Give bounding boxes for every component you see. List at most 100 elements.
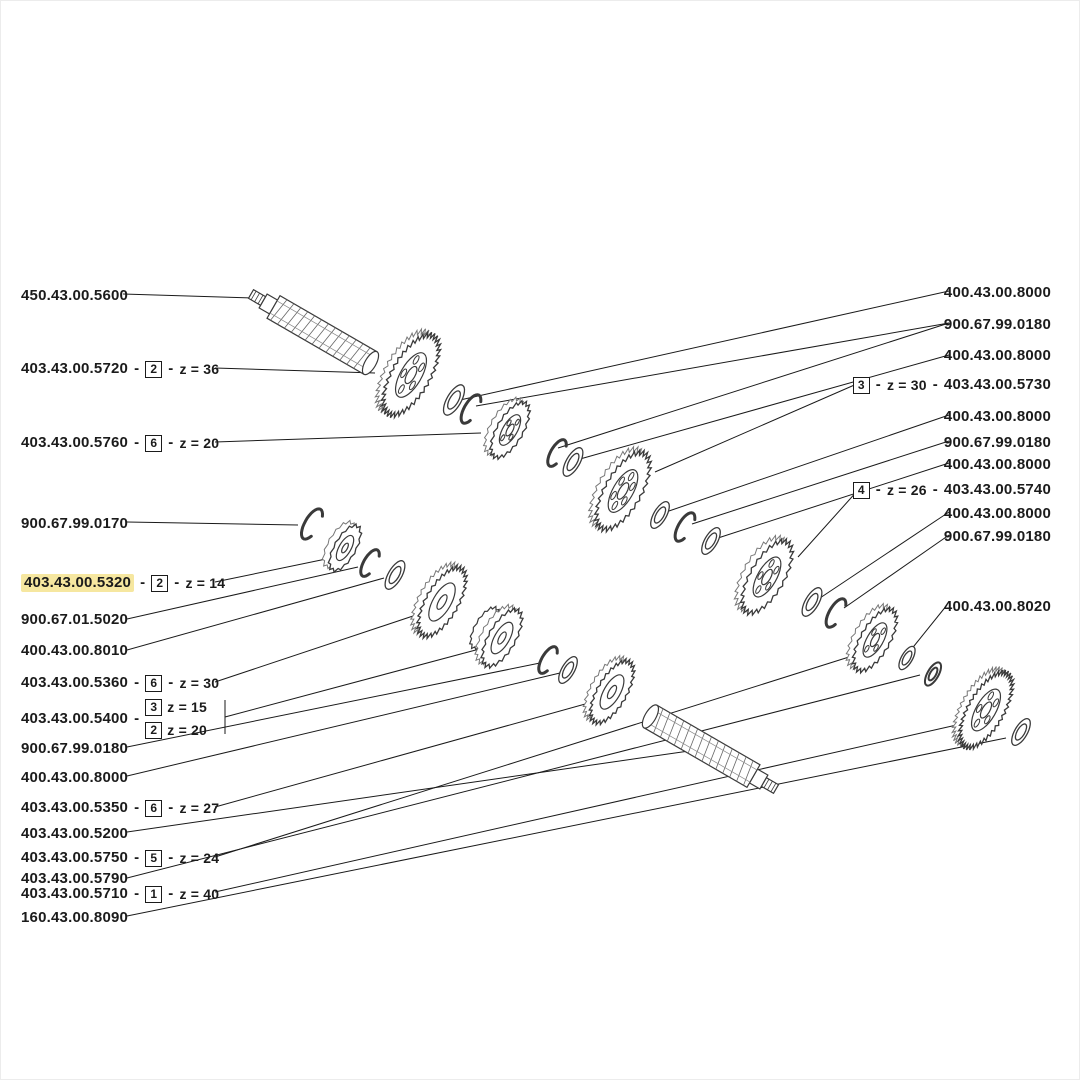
leader-line xyxy=(654,382,860,473)
leader-line xyxy=(797,488,860,558)
leader-line xyxy=(691,440,950,525)
part-number: 160.43.00.8090 xyxy=(21,909,129,926)
circlip xyxy=(673,511,697,543)
part-label[interactable]: 403.43.00.5360 - 6 - z = 30 xyxy=(21,674,219,692)
variant-row: 2 z = 20 xyxy=(145,721,207,739)
leader-line xyxy=(214,558,327,583)
part-label[interactable]: 4 - z = 26 - 403.43.00.5740 xyxy=(852,481,1051,499)
gear-z36 xyxy=(374,327,443,420)
tooth-count: z = 30 xyxy=(886,377,927,393)
gear-z26 xyxy=(733,533,795,617)
leader-line xyxy=(214,723,962,893)
part-label[interactable]: 403.43.00.5350 - 6 - z = 27 xyxy=(21,799,219,817)
leader-line xyxy=(665,414,950,513)
part-label[interactable]: 900.67.99.0180 xyxy=(944,316,1051,334)
bushing xyxy=(923,661,943,687)
part-number: 400.43.00.8000 xyxy=(943,408,1051,425)
part-number: 400.43.00.8000 xyxy=(943,284,1051,301)
index-badge: 5 xyxy=(145,849,163,867)
part-label[interactable]: 403.43.00.5760 - 6 - z = 20 xyxy=(21,434,219,452)
part-number: 403.43.00.5760 xyxy=(21,434,129,451)
part-number: 400.43.00.8020 xyxy=(943,598,1051,615)
separator: - xyxy=(932,376,938,393)
part-number: 400.43.00.8000 xyxy=(943,347,1051,364)
part-label[interactable]: 450.43.00.5600 xyxy=(21,287,128,305)
leader-line xyxy=(579,354,950,460)
gear-z24 xyxy=(845,602,899,675)
part-number: 900.67.01.5020 xyxy=(21,611,129,628)
tooth-count: z = 36 xyxy=(179,361,220,377)
part-label[interactable]: 403.43.00.5720 - 2 - z = 36 xyxy=(21,360,219,378)
part-label[interactable]: 900.67.01.5020 xyxy=(21,611,128,629)
separator: - xyxy=(168,434,174,451)
leader-line xyxy=(459,290,950,401)
index-badge: 2 xyxy=(145,721,163,739)
separator: - xyxy=(168,799,174,816)
part-number: 900.67.99.0180 xyxy=(943,434,1051,451)
part-label[interactable]: 160.43.00.8090 xyxy=(21,909,128,927)
input-shaft xyxy=(247,288,380,376)
leader-line xyxy=(819,511,950,599)
index-badge: 1 xyxy=(145,885,163,903)
part-number: 403.43.00.5720 xyxy=(21,360,129,377)
index-badge: 3 xyxy=(145,698,163,716)
washer xyxy=(701,526,721,556)
part-label[interactable]: 403.43.00.5710 - 1 - z = 40 xyxy=(21,885,219,903)
separator: - xyxy=(134,360,140,377)
part-label[interactable]: 900.67.99.0180 xyxy=(944,434,1051,452)
part-label-selected[interactable]: 403.43.00.5320 - 2 - z = 14 xyxy=(21,574,225,592)
part-label[interactable]: 400.43.00.8010 xyxy=(21,642,128,660)
washer xyxy=(384,560,406,590)
part-label[interactable]: 400.43.00.8000 xyxy=(21,769,128,787)
part-label[interactable]: 400.43.00.8020 xyxy=(944,598,1051,616)
output-shaft xyxy=(641,704,780,795)
part-label[interactable]: 900.67.99.0170 xyxy=(21,515,128,533)
part-label[interactable]: 400.43.00.8000 xyxy=(944,505,1051,523)
index-badge: 3 xyxy=(852,376,870,394)
part-label[interactable]: 400.43.00.8000 xyxy=(944,408,1051,426)
part-label[interactable]: 400.43.00.8000 xyxy=(944,347,1051,365)
part-label[interactable]: 400.43.00.8000 xyxy=(944,456,1051,474)
washer xyxy=(558,655,578,685)
washer xyxy=(1011,717,1031,747)
part-number: 900.67.99.0170 xyxy=(21,515,129,532)
circlip xyxy=(359,548,381,578)
leader-line xyxy=(843,534,950,609)
part-number: 403.43.00.5710 xyxy=(21,885,129,902)
separator: - xyxy=(134,849,140,866)
part-label[interactable]: 400.43.00.8000 xyxy=(944,284,1051,302)
separator: - xyxy=(168,849,174,866)
index-badge: 6 xyxy=(145,434,163,452)
leader-line xyxy=(126,674,921,879)
part-number: 900.67.99.0180 xyxy=(943,316,1051,333)
part-number: 400.43.00.8000 xyxy=(943,456,1051,473)
part-label[interactable]: 900.67.99.0180 xyxy=(21,740,128,758)
part-label[interactable]: 900.67.99.0180 xyxy=(944,528,1051,546)
leader-line xyxy=(475,322,950,407)
part-number: 403.43.00.5740 xyxy=(943,481,1051,498)
part-number: 403.43.00.5200 xyxy=(21,825,129,842)
part-label[interactable]: 403.43.00.5400 - 3 z = 15 2 z = 20 xyxy=(21,698,207,739)
part-label[interactable]: 403.43.00.5750 - 5 - z = 24 xyxy=(21,849,219,867)
part-label[interactable]: 3 - z = 30 - 403.43.00.5730 xyxy=(852,376,1051,394)
leader-line xyxy=(126,737,1007,917)
tooth-count: z = 20 xyxy=(179,435,220,451)
part-label[interactable]: 403.43.00.5790 xyxy=(21,870,128,888)
leader-line xyxy=(214,367,376,374)
part-label[interactable]: 403.43.00.5200 xyxy=(21,825,128,843)
leader-line xyxy=(122,293,254,299)
separator: - xyxy=(134,674,140,691)
part-number: 403.43.00.5360 xyxy=(21,674,129,691)
circlip xyxy=(299,507,325,541)
separator: - xyxy=(168,360,174,377)
separator: - xyxy=(140,574,146,591)
circlip xyxy=(459,393,483,425)
gear-z30-lower xyxy=(409,560,469,641)
part-number: 400.43.00.8010 xyxy=(21,642,129,659)
tooth-count: z = 14 xyxy=(185,575,226,591)
separator: - xyxy=(134,799,140,816)
washer xyxy=(650,500,670,530)
variant-row: 3 z = 15 xyxy=(145,698,207,716)
